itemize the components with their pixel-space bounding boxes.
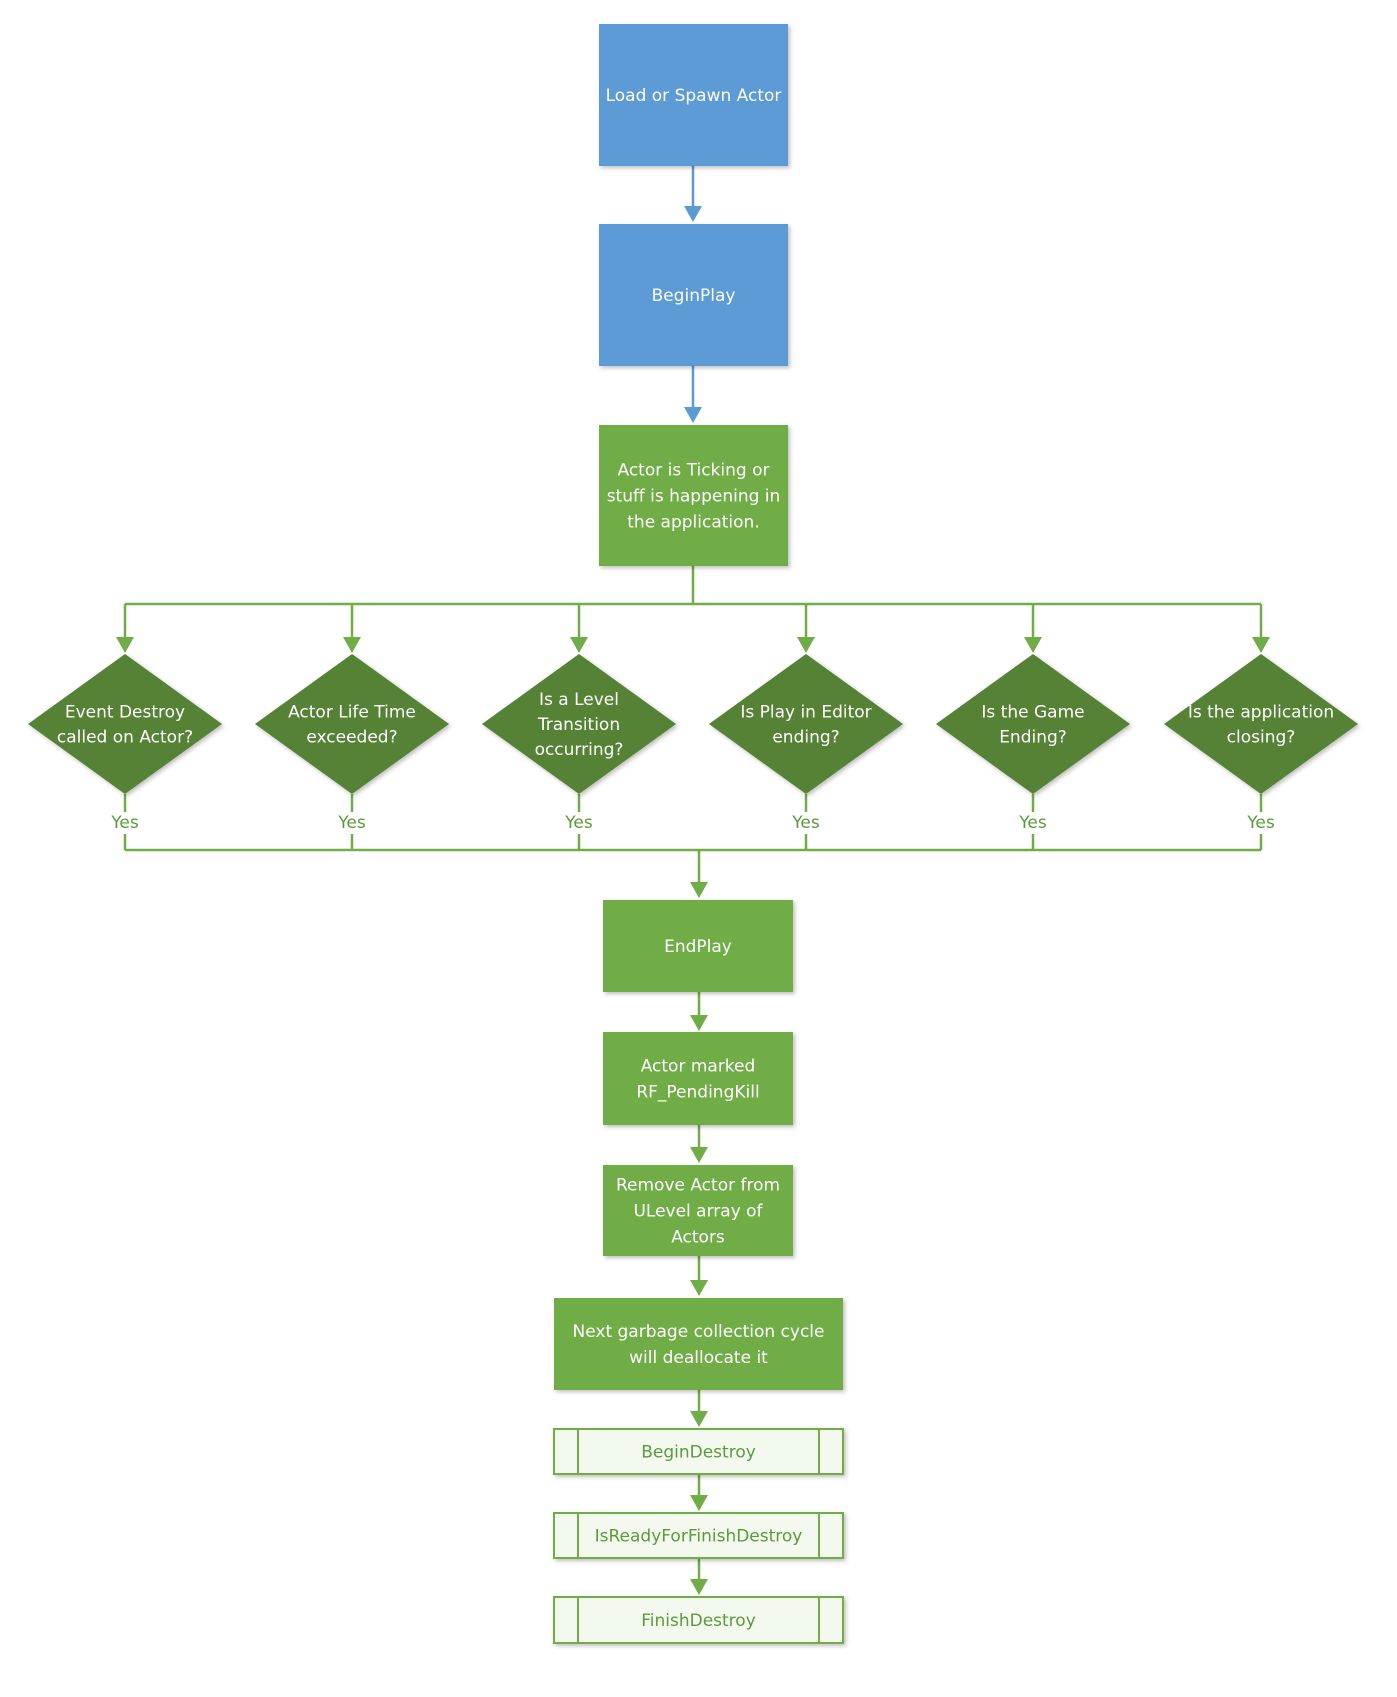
- arrow-gc-to-begindestroy-arrowhead: [690, 1411, 708, 1427]
- yes-label-5: Yes: [1018, 813, 1047, 833]
- begin-destroy-node-shape: [553, 1428, 844, 1475]
- arrow-endplay-to-pendingkill-arrowhead: [690, 1015, 708, 1031]
- decision-2-shape: [255, 654, 449, 794]
- begin-destroy-node-label: BeginDestroy: [641, 1443, 756, 1463]
- arrow-begindestroy-to-isready-arrowhead: [690, 1495, 708, 1511]
- garbage-collection-node-shape: [554, 1298, 843, 1390]
- end-play-node-label: EndPlay: [664, 937, 732, 957]
- actor-ticking-node-shape: [599, 425, 788, 566]
- load-spawn-actor-node: Load or Spawn Actor: [599, 24, 788, 166]
- arrow-merge-to-endplay-arrowhead: [690, 882, 708, 898]
- end-play-node: EndPlay: [603, 900, 793, 992]
- decision-6-shape: [1164, 654, 1358, 794]
- is-ready-for-finish-destroy-node-label: IsReadyForFinishDestroy: [595, 1527, 803, 1547]
- arrow-remove-to-gc-arrowhead: [690, 1280, 708, 1296]
- yes-label-4: Yes: [791, 813, 820, 833]
- finish-destroy-node: FinishDestroy: [553, 1596, 844, 1644]
- arrow-beginplay-to-ticking-arrowhead: [684, 407, 702, 423]
- yes-label-6: Yes: [1246, 813, 1275, 833]
- end-play-node-shape: [603, 900, 793, 992]
- begin-play-node-shape: [599, 224, 788, 366]
- load-spawn-actor-node-shape: [599, 24, 788, 166]
- begin-destroy-node: BeginDestroy: [553, 1428, 844, 1475]
- arrow-load-to-beginplay-arrowhead: [684, 206, 702, 222]
- branch-arrow-1-arrowhead: [116, 637, 134, 653]
- yes-label-3: Yes: [564, 813, 593, 833]
- is-ready-for-finish-destroy-node: IsReadyForFinishDestroy: [553, 1512, 844, 1559]
- branch-arrow-2-arrowhead: [343, 637, 361, 653]
- yes-label-2: Yes: [337, 813, 366, 833]
- edges: [116, 166, 1270, 1595]
- decision-4-shape: [709, 654, 903, 794]
- remove-actor-node-shape: [603, 1165, 793, 1256]
- finish-destroy-node-shape: [553, 1596, 844, 1644]
- yes-label-1: Yes: [110, 813, 139, 833]
- decision-1-shape: [28, 654, 222, 794]
- branch-arrow-6-arrowhead: [1252, 637, 1270, 653]
- pending-kill-node-shape: [603, 1032, 793, 1125]
- begin-play-node-label: BeginPlay: [652, 286, 736, 306]
- branch-arrow-3-arrowhead: [570, 637, 588, 653]
- decision-3-shape: [482, 654, 676, 794]
- branch-arrow-4-arrowhead: [797, 637, 815, 653]
- is-ready-for-finish-destroy-node-shape: [553, 1512, 844, 1559]
- branch-arrow-5-arrowhead: [1024, 637, 1042, 653]
- begin-play-node: BeginPlay: [599, 224, 788, 366]
- arrow-pendingkill-to-remove-arrowhead: [690, 1147, 708, 1163]
- arrow-isready-to-finishdestroy-arrowhead: [690, 1579, 708, 1595]
- decision-5-shape: [936, 654, 1130, 794]
- finish-destroy-node-label: FinishDestroy: [641, 1611, 756, 1631]
- load-spawn-actor-node-label: Load or Spawn Actor: [606, 86, 782, 106]
